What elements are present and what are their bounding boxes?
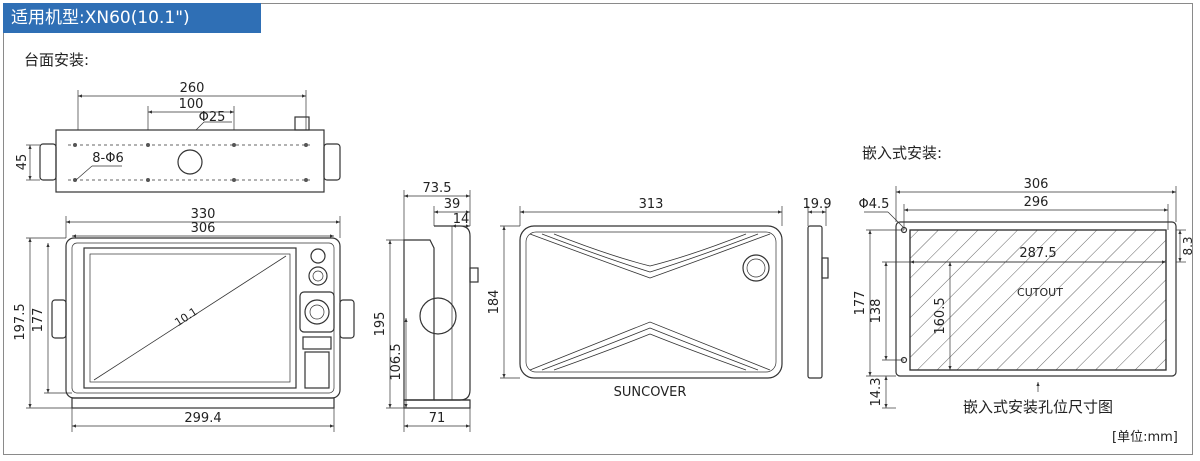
- side-bracket-knob: [419, 297, 457, 335]
- front-view-bezel: [65, 237, 341, 399]
- dim-330: 330: [191, 207, 216, 222]
- top-view-cable-hole: [177, 149, 203, 175]
- top-view-knob: [294, 116, 310, 131]
- dim-195: 195: [373, 312, 388, 337]
- cover-side-bump: [821, 257, 829, 279]
- dim-100: 100: [179, 97, 204, 112]
- front-left-handle: [51, 299, 67, 339]
- dim-160-5: 160.5: [933, 297, 948, 334]
- dim-73-5: 73.5: [423, 181, 452, 196]
- dim-19-9: 19.9: [803, 197, 832, 212]
- dim-8phi6: 8-Φ6: [92, 151, 123, 166]
- front-keypad: [299, 291, 335, 333]
- front-power-button: [310, 248, 326, 264]
- cover-x-pattern: [529, 233, 771, 371]
- top-view-right-handle: [323, 143, 341, 181]
- dim-138: 138: [869, 299, 884, 324]
- cutout-view: [864, 186, 1186, 409]
- front-key-row: [302, 336, 332, 350]
- dim-306-front: 306: [191, 221, 216, 236]
- dim-287-5: 287.5: [1019, 246, 1056, 261]
- cover-side-view: [807, 206, 829, 379]
- dim-14: 14: [453, 212, 470, 227]
- cutout-outer-plate: [895, 221, 1177, 377]
- dim-phi25: Φ25: [199, 110, 226, 125]
- model-banner: 适用机型:XN60(10.1"): [3, 3, 261, 33]
- dim-14-3: 14.3: [869, 378, 884, 407]
- dim-71: 71: [429, 411, 446, 426]
- cutout-caption: 嵌入式安装孔位尺寸图: [963, 398, 1113, 416]
- screen-size-label: 10.1: [172, 305, 200, 329]
- drawing-frame: [3, 3, 1193, 455]
- dim-phi4-5: Φ4.5: [859, 197, 890, 212]
- cover-brand-label: SUNCOVER: [614, 385, 687, 400]
- desk-mount-label: 台面安装:: [24, 51, 90, 69]
- screen-diagonal: [93, 255, 287, 381]
- dim-260: 260: [180, 81, 205, 96]
- top-view-mount-holes: [73, 143, 308, 182]
- front-right-handle: [339, 299, 355, 339]
- front-bracket-base: [71, 397, 335, 409]
- front-rotary-knob: [308, 266, 328, 286]
- cover-view: [500, 206, 783, 379]
- dim-45: 45: [15, 154, 30, 171]
- top-view: [26, 90, 341, 193]
- side-knob-stub: [469, 267, 479, 283]
- dim-313: 313: [639, 197, 664, 212]
- flush-mount-label: 嵌入式安装:: [862, 144, 943, 162]
- dim-177-cutout: 177: [853, 291, 868, 316]
- cover-side-body: [807, 225, 823, 379]
- dim-39: 39: [444, 197, 461, 212]
- dim-299-4: 299.4: [184, 411, 221, 426]
- side-view: [386, 190, 479, 432]
- cutout-label: CUTOUT: [1017, 286, 1063, 299]
- dim-106-5: 106.5: [389, 343, 404, 380]
- cover-body: [519, 225, 783, 379]
- cover-knob-recess: [742, 254, 770, 282]
- cutout-hatched-area: [909, 229, 1167, 371]
- front-view: [26, 216, 355, 432]
- dim-184: 184: [487, 290, 502, 315]
- dim-197-5: 197.5: [13, 303, 28, 340]
- front-view-screen: [83, 247, 297, 389]
- units-label: [单位:mm]: [1112, 430, 1178, 445]
- dim-296: 296: [1024, 195, 1049, 210]
- dim-8-3: 8.3: [1181, 236, 1195, 255]
- front-card-slot: [304, 351, 330, 389]
- top-view-left-handle: [39, 143, 57, 181]
- dim-177-front: 177: [31, 308, 46, 333]
- dim-306-cutout: 306: [1024, 177, 1049, 192]
- side-bracket: [403, 239, 435, 401]
